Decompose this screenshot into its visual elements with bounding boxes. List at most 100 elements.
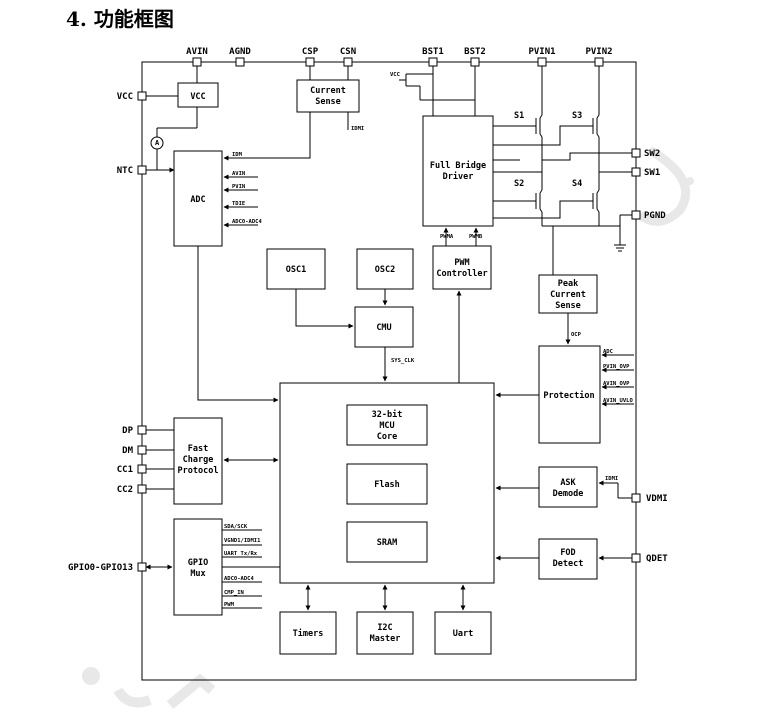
sig-gpio-1: SDA/SCK bbox=[224, 524, 248, 530]
pin-vcc: VCC bbox=[117, 92, 133, 102]
i2c-block bbox=[356, 611, 414, 655]
label-current-sense-2: Sense bbox=[315, 97, 341, 107]
flash-block bbox=[346, 463, 428, 505]
sig-s4: S4 bbox=[572, 179, 582, 189]
sram-block bbox=[346, 521, 428, 563]
chip-outline bbox=[141, 61, 637, 681]
label-peak-2: Current bbox=[550, 290, 586, 300]
sig-gpio-5: CMP_IN bbox=[224, 590, 244, 596]
label-ask-1: ASK bbox=[560, 478, 576, 488]
pin-avin: AVIN bbox=[186, 47, 208, 57]
mcu-core-block bbox=[346, 404, 428, 446]
sig-idmi-ask: IDMI bbox=[605, 476, 618, 482]
timers-block bbox=[279, 611, 337, 655]
label-osc1: OSC1 bbox=[286, 265, 306, 275]
sig-s1: S1 bbox=[514, 111, 524, 121]
label-fod-2: Detect bbox=[553, 559, 584, 569]
current-sense-block bbox=[296, 79, 360, 113]
sig-gpio-3: UART Tx/Rx bbox=[224, 551, 258, 557]
sig-idm: IDM bbox=[232, 152, 243, 158]
label-mcu-2: MCU bbox=[379, 421, 394, 431]
label-sram: SRAM bbox=[377, 538, 397, 548]
label-uart: Uart bbox=[453, 629, 473, 639]
full-bridge-block bbox=[422, 115, 494, 227]
block-labels: VCC Current Sense ADC Full Bridge Driver… bbox=[178, 86, 595, 644]
uart-block bbox=[434, 611, 492, 655]
label-current-sense-1: Current bbox=[310, 86, 346, 96]
pin-squares bbox=[137, 57, 641, 572]
label-adc: ADC bbox=[190, 195, 205, 205]
sig-pwma: PWMA bbox=[440, 234, 454, 240]
pin-agnd: AGND bbox=[229, 47, 251, 57]
pin-sw2: SW2 bbox=[644, 149, 660, 159]
sig-avin-uvlo: AVIN_UVLO bbox=[603, 398, 633, 404]
pin-vdmi: VDMI bbox=[646, 494, 668, 504]
sig-vcc-bst: VCC bbox=[390, 72, 400, 78]
label-fast-1: Fast bbox=[188, 444, 208, 454]
label-mcu-3: Core bbox=[377, 432, 397, 442]
fod-block bbox=[538, 538, 598, 580]
sig-gpio-2: VGND1/IDMI1 bbox=[224, 538, 261, 544]
label-flash: Flash bbox=[374, 480, 400, 490]
vcc-block bbox=[177, 82, 219, 108]
pin-pvin2: PVIN2 bbox=[585, 47, 612, 57]
label-full-bridge-1: Full Bridge bbox=[430, 160, 486, 171]
mcu-region bbox=[279, 382, 495, 584]
label-fast-3: Protocol bbox=[178, 466, 219, 476]
pin-dm: DM bbox=[122, 446, 133, 456]
cmu-block bbox=[354, 306, 414, 348]
label-ask-2: Demode bbox=[553, 489, 584, 499]
pin-qdet: QDET bbox=[646, 554, 668, 564]
fast-charge-block bbox=[173, 417, 223, 505]
pin-cc2: CC2 bbox=[117, 485, 133, 495]
pin-cc1: CC1 bbox=[117, 465, 133, 475]
label-full-bridge-2: Driver bbox=[443, 171, 474, 182]
signal-labels: IDMI IDM AVIN PVIN TDIE ADC0-ADC4 VCC PW… bbox=[155, 72, 633, 608]
label-osc2: OSC2 bbox=[375, 265, 395, 275]
label-pwm-1: PWM bbox=[454, 258, 469, 268]
label-peak-1: Peak bbox=[558, 279, 578, 289]
section-heading: 4. 功能框图 bbox=[66, 7, 174, 31]
label-fast-2: Charge bbox=[183, 455, 214, 465]
sig-pwmb: PWMB bbox=[469, 234, 483, 240]
sig-avin-ovp: AVIN_OVP bbox=[603, 381, 630, 387]
pin-csp: CSP bbox=[302, 47, 319, 57]
label-timers: Timers bbox=[293, 628, 324, 639]
sig-s2: S2 bbox=[514, 179, 524, 189]
label-pwm-2: Controller bbox=[436, 269, 487, 279]
sig-adc-ch: ADC0-ADC4 bbox=[232, 219, 262, 225]
sig-pvin: PVIN bbox=[232, 184, 245, 190]
label-vcc: VCC bbox=[190, 92, 205, 102]
label-gpio-2: Mux bbox=[190, 569, 205, 579]
ask-block bbox=[538, 466, 598, 508]
pin-ntc: NTC bbox=[117, 166, 133, 176]
label-fod-1: FOD bbox=[560, 548, 575, 558]
pin-pvin1: PVIN1 bbox=[528, 47, 555, 57]
sig-ocp: OCP bbox=[571, 332, 582, 338]
sig-pvin-ovp: PVIN_OVP bbox=[603, 364, 630, 370]
sig-s3: S3 bbox=[572, 111, 582, 121]
pin-sw1: SW1 bbox=[644, 168, 660, 178]
label-peak-3: Sense bbox=[555, 301, 581, 311]
sig-gpio-6: PWM bbox=[224, 602, 235, 608]
sig-gpio-4: ADC0-ADC4 bbox=[224, 576, 254, 582]
pin-bst2: BST2 bbox=[464, 47, 486, 57]
pin-csn: CSN bbox=[340, 47, 356, 57]
sig-idmi-cs: IDMI bbox=[351, 126, 364, 132]
label-i2c-1: I2C bbox=[377, 623, 392, 633]
pin-gpio: GPIO0-GPIO13 bbox=[68, 563, 133, 573]
sig-tdie: TDIE bbox=[232, 201, 245, 207]
label-protection: Protection bbox=[543, 390, 594, 401]
label-cmu: CMU bbox=[376, 323, 391, 333]
sig-sys-clk: SYS_CLK bbox=[391, 358, 415, 364]
label-gpio-1: GPIO bbox=[188, 558, 208, 568]
label-mcu-1: 32-bit bbox=[372, 409, 403, 420]
sig-avin: AVIN bbox=[232, 171, 245, 177]
pin-pgnd: PGND bbox=[644, 211, 666, 221]
switch-labels: S1 S2 S3 S4 bbox=[514, 111, 582, 189]
pin-dp: DP bbox=[122, 426, 133, 436]
pwm-controller-block bbox=[432, 245, 492, 290]
sig-prot-adc: ADC bbox=[603, 349, 613, 355]
ammeter-symbol: A bbox=[155, 139, 160, 147]
